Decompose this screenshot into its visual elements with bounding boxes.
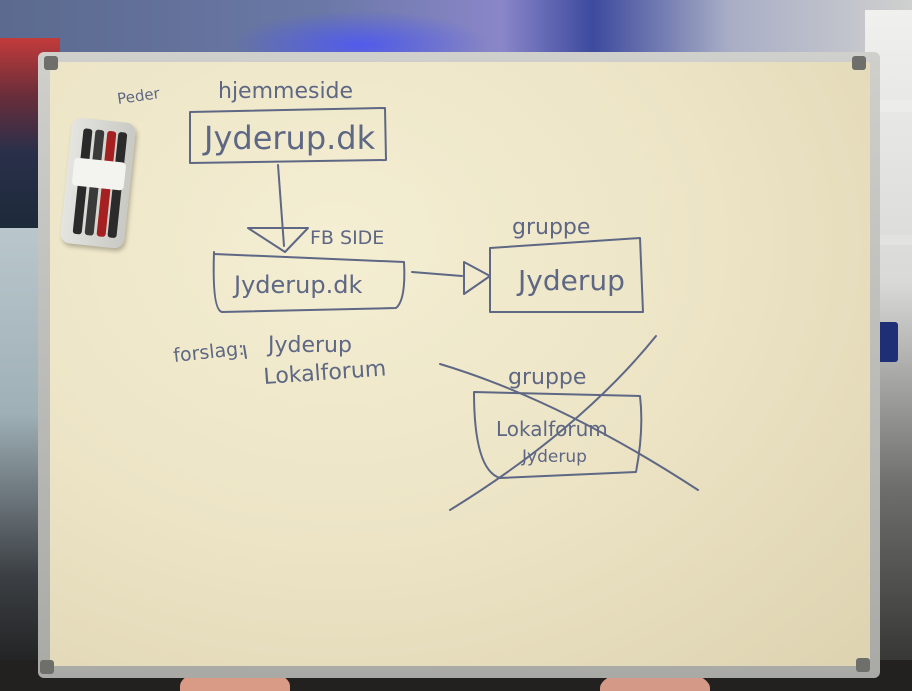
- proposal-line-1: Jyderup: [266, 333, 352, 358]
- window-frame: [868, 235, 912, 245]
- right-caption: gruppe: [512, 215, 590, 240]
- right-box-label: Jyderup: [516, 264, 625, 297]
- frame-corner: [40, 660, 54, 674]
- frame-corner: [856, 658, 870, 672]
- middle-caption: FB SIDE: [310, 227, 384, 249]
- cross-line: [449, 335, 657, 511]
- down-arrow-head: [247, 227, 309, 253]
- crossed-caption: gruppe: [508, 365, 586, 390]
- right-box: [489, 237, 644, 313]
- right-arrow-head: [463, 261, 491, 295]
- middle-box: [212, 251, 406, 313]
- crossed-box-line-1: Lokalforum: [496, 417, 608, 441]
- crossed-box-line-2: Jyderup: [521, 447, 587, 467]
- small-note: Peder: [116, 84, 162, 108]
- proposal-prefix: forslag:: [172, 338, 245, 367]
- top-box: [189, 107, 387, 164]
- ink-tick: [243, 345, 247, 359]
- frame-corner: [44, 56, 58, 70]
- middle-box-label: Jyderup.dk: [232, 271, 362, 299]
- top-box-label: Jyderup.dk: [202, 119, 376, 157]
- proposal-line-2: Lokalforum: [263, 356, 387, 390]
- top-caption: hjemmeside: [218, 79, 353, 104]
- frame-corner: [852, 56, 866, 70]
- right-arrow-line: [411, 271, 463, 277]
- whiteboard-surface: [50, 62, 870, 666]
- left-wall: [0, 228, 42, 691]
- cross-line: [439, 363, 699, 491]
- down-arrow-line: [277, 164, 285, 247]
